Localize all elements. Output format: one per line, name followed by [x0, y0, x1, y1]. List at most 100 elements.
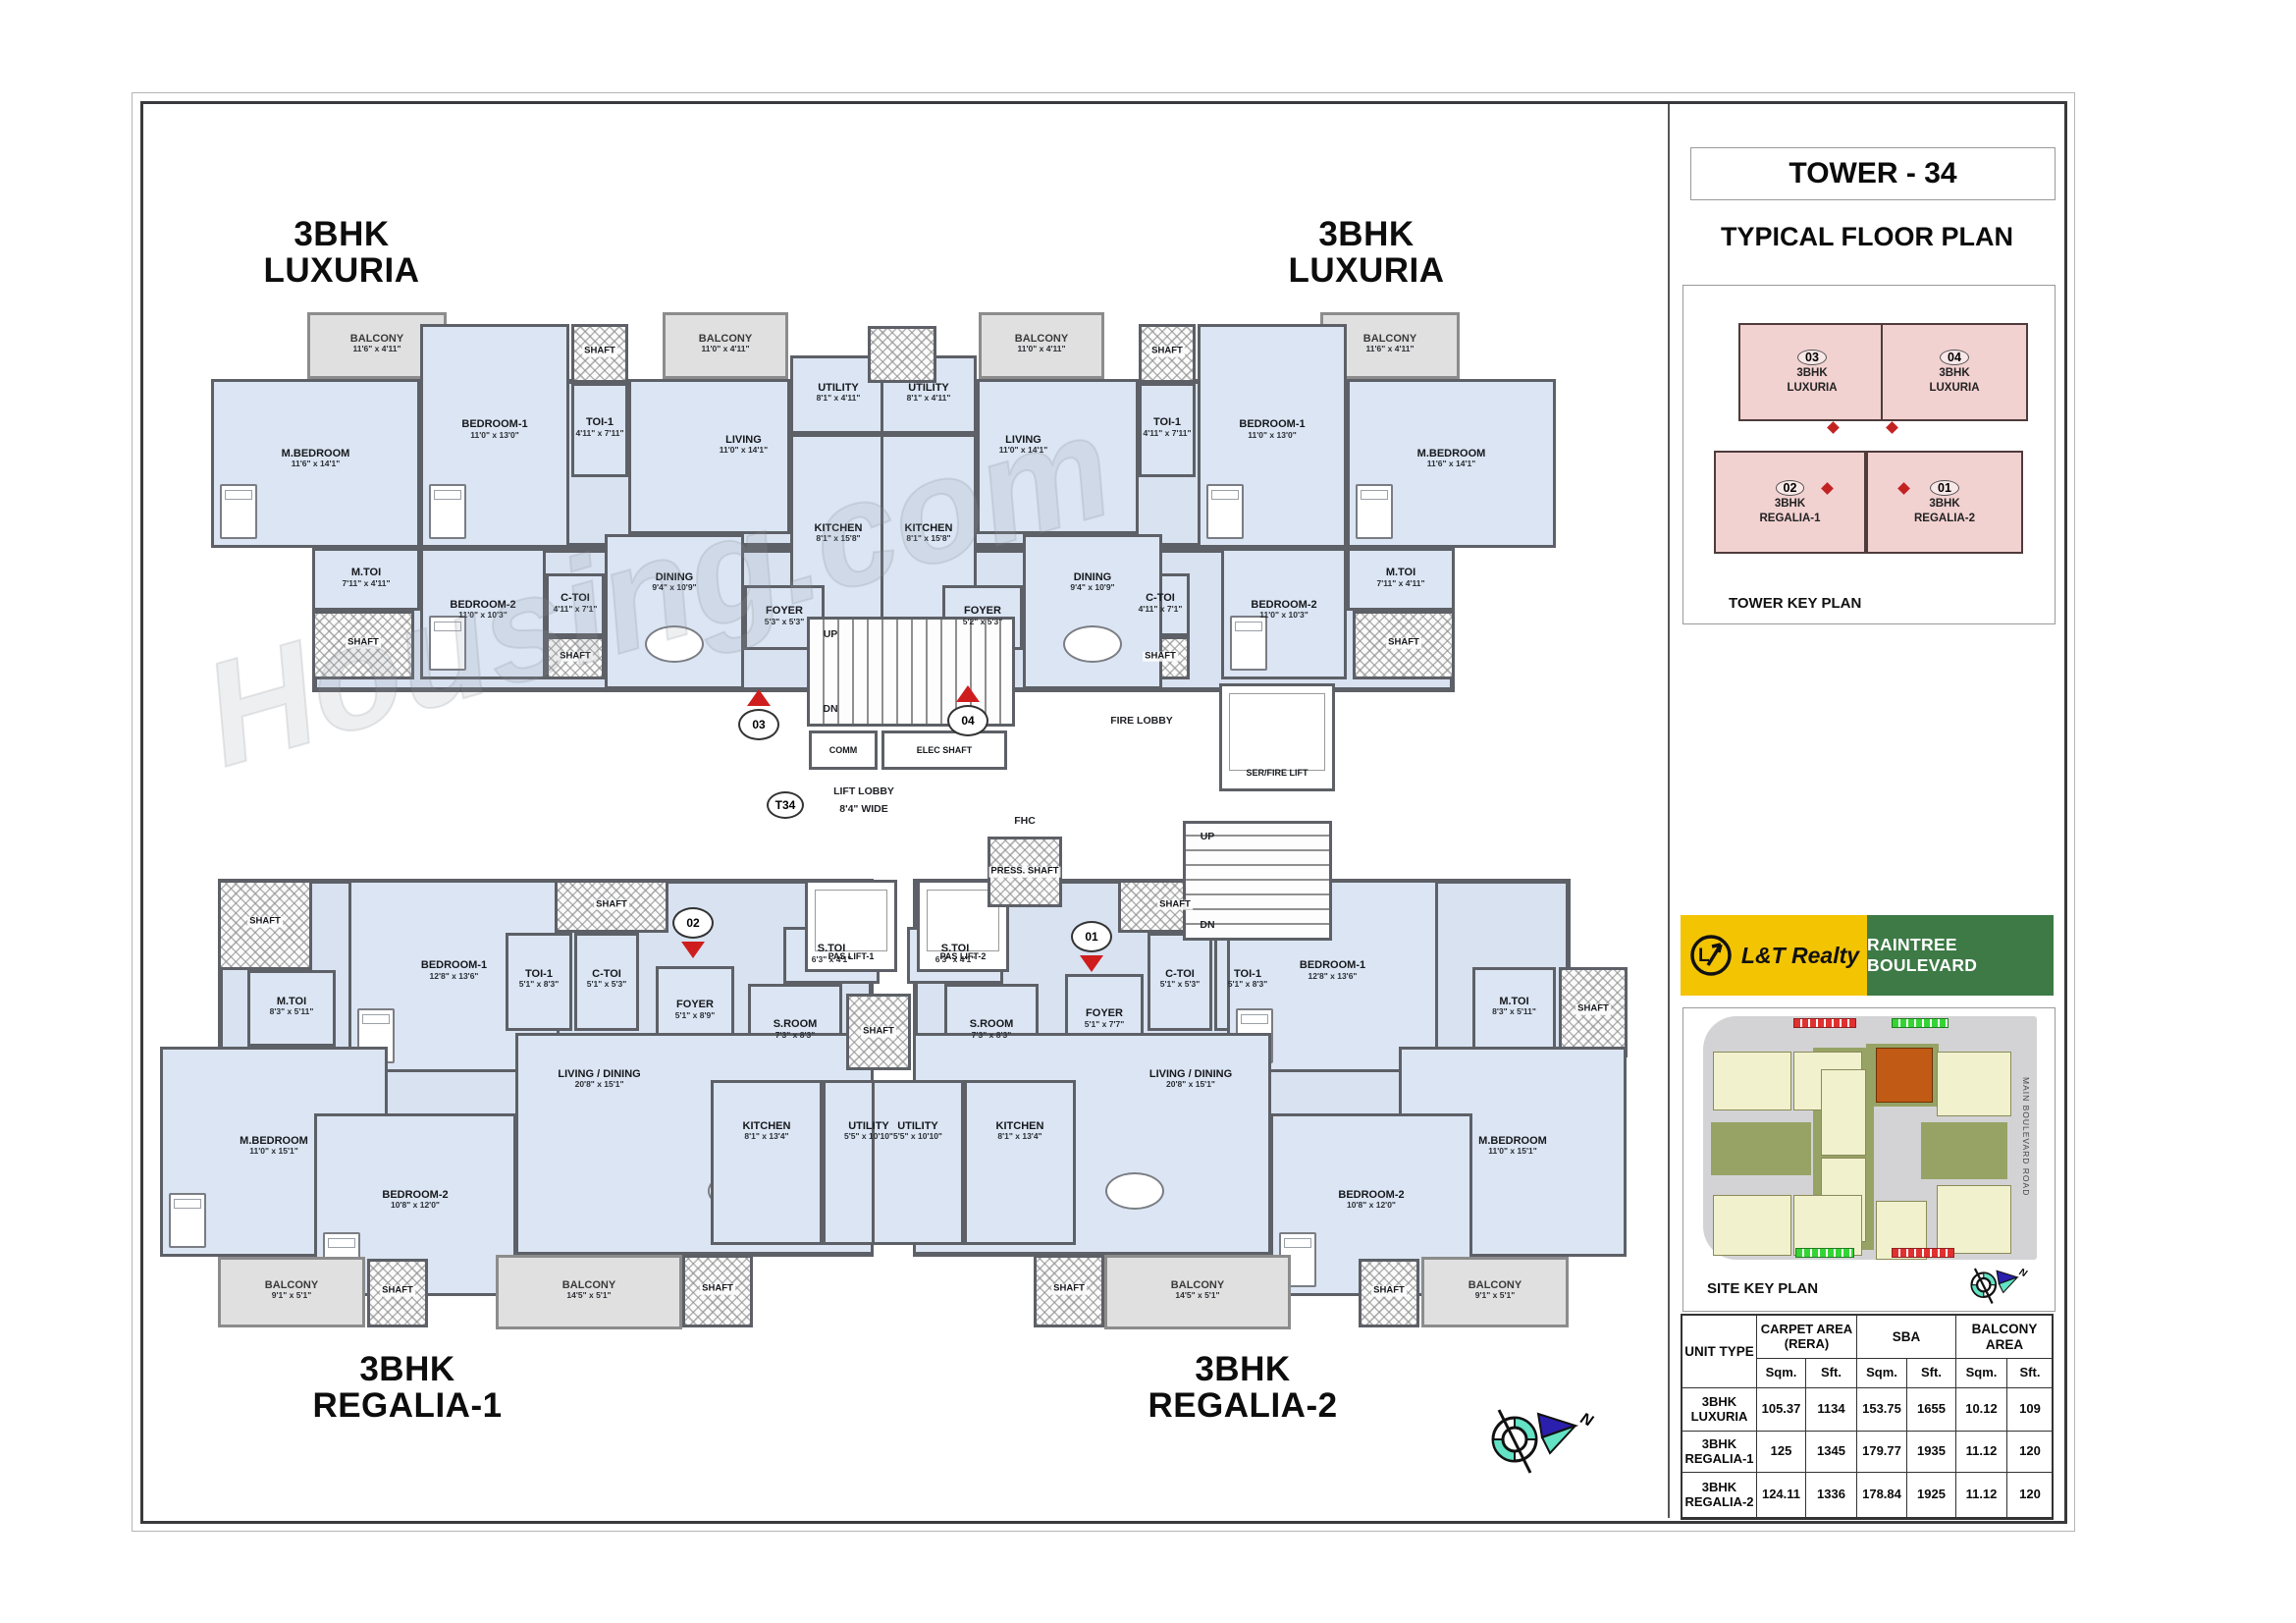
shaft-shaft: SHAFT: [571, 324, 628, 383]
table-cell: Sqm.: [1956, 1359, 2007, 1388]
compass-icon: N: [1491, 1409, 1595, 1474]
table-row-value: 125: [1757, 1432, 1806, 1473]
site-green-area: [1921, 1122, 2007, 1179]
site-green-strip: [1892, 1018, 1949, 1028]
keyplan-unit-label: LUXURIA: [1929, 382, 1980, 394]
label-fire-lobby: FIRE LOBBY: [1110, 715, 1173, 727]
keyplan-unit-number: 01: [1930, 479, 1959, 496]
down-arrow-icon: [1080, 955, 1103, 972]
unit-title-line: 3BHK: [1195, 1350, 1291, 1388]
keyplan-unit-label: REGALIA-1: [1759, 512, 1821, 524]
room-label: SHAFT: [1371, 1284, 1407, 1297]
bed-icon: [1356, 484, 1393, 539]
table-row-value: 120: [2007, 1432, 2054, 1473]
keyplan-unit-label: 3BHK: [1774, 497, 1806, 510]
shaft-shaft: SHAFT: [1359, 1259, 1419, 1327]
keyplan-unit-number: 02: [1775, 479, 1805, 496]
room-label: SHAFT: [558, 650, 593, 663]
pas-lift-1: PAS LIFT-1: [805, 880, 897, 972]
table-row-unit: 3BHK REGALIA-2: [1682, 1473, 1757, 1518]
entry-marker-03: 03: [738, 689, 779, 740]
unit-title-regalia-1: 3BHK REGALIA-1: [250, 1351, 564, 1425]
table-row-value: 1655: [1907, 1388, 1956, 1432]
shaft-shaft: SHAFT: [367, 1259, 428, 1327]
brand-banner: L L&T Realty RAINTREE BOULEVARD: [1681, 915, 2054, 996]
label-up: UP: [823, 628, 838, 640]
tower-key-plan-caption: TOWER KEY PLAN: [1729, 595, 1862, 612]
site-building: [1793, 1195, 1862, 1256]
tower-title: TOWER - 34: [1690, 147, 2056, 200]
table-row-value: 178.84: [1857, 1473, 1907, 1518]
shaft-shaft: SHAFT: [682, 1255, 753, 1327]
room-label: ELEC SHAFT: [916, 744, 973, 755]
site-red-strip: [1892, 1248, 1954, 1258]
site-compass-icon: N: [1970, 1267, 2029, 1305]
table-row-value: 1935: [1907, 1432, 1956, 1473]
unit-title-line: 3BHK: [294, 215, 390, 253]
tower-id-badge: T34: [767, 791, 804, 819]
unit-title-line: REGALIA-1: [312, 1386, 503, 1426]
room-label: PAS LIFT-1: [828, 950, 875, 961]
entry-diamond-icon: [1886, 421, 1898, 434]
label-dn: DN: [823, 703, 838, 715]
keyplan-unit-number: 04: [1940, 350, 1969, 366]
table-cell: Sft.: [1806, 1359, 1857, 1388]
room-label: SHAFT: [861, 1025, 896, 1038]
site-building: [1937, 1185, 2011, 1254]
developer-name: L&T Realty: [1740, 942, 1860, 968]
room-label: SHAFT: [582, 346, 617, 357]
table-cell: UNIT TYPE: [1682, 1316, 1757, 1388]
site-key-plan-caption: SITE KEY PLAN: [1707, 1280, 1819, 1297]
table-cell: CARPET AREA (RERA): [1757, 1316, 1857, 1359]
table-cell: Sqm.: [1757, 1359, 1806, 1388]
room-label: SHAFT: [247, 916, 283, 928]
table-cell: Sft.: [1907, 1359, 1956, 1388]
unit-title-luxuria-04: 3BHK LUXURIA: [1209, 216, 1523, 290]
table-row-unit: 3BHK REGALIA-1: [1682, 1432, 1757, 1473]
dining-table-icon: [645, 625, 704, 664]
shaft: SHAFT: [846, 994, 911, 1070]
table-row-value: 105.37: [1757, 1388, 1806, 1432]
svg-text:N: N: [1577, 1410, 1595, 1430]
sidebar-divider: [1668, 104, 1670, 1518]
unit-title-line: 3BHK: [1318, 215, 1415, 253]
sheet-outer-frame: [132, 92, 2075, 1532]
